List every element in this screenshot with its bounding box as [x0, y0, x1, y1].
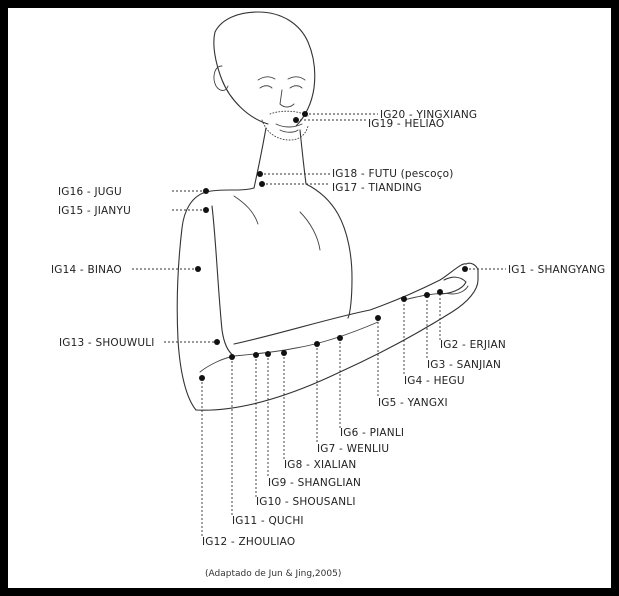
- point-ig18: [257, 171, 263, 177]
- point-ig7: [314, 341, 320, 347]
- point-ig4: [401, 296, 407, 302]
- label-ig17: IG17 - TIANDING: [332, 182, 422, 194]
- point-ig13: [214, 339, 220, 345]
- label-ig8: IG8 - XIALIAN: [284, 459, 356, 471]
- source-caption: (Adaptado de Jun & Jing,2005): [205, 569, 341, 579]
- point-ig8: [281, 350, 287, 356]
- label-ig15: IG15 - JIANYU: [58, 205, 131, 217]
- label-ig1: IG1 - SHANGYANG: [508, 264, 605, 276]
- right-eyebrow: [288, 77, 305, 80]
- point-ig19: [293, 117, 299, 123]
- shoulder-top: [182, 188, 254, 228]
- point-labels: IG20 - YINGXIANG IG19 - HELIAO IG18 - FU…: [51, 109, 605, 548]
- label-ig10: IG10 - SHOUSANLI: [256, 496, 356, 508]
- human-figure-illustration: [177, 12, 478, 410]
- label-ig13: IG13 - SHOUWULI: [59, 337, 155, 349]
- right-eye: [290, 86, 302, 88]
- point-ig5: [375, 315, 381, 321]
- point-ig20: [302, 111, 308, 117]
- elbow-crease: [200, 356, 234, 372]
- nose: [280, 90, 294, 107]
- point-ig16: [203, 188, 209, 194]
- label-ig6: IG6 - PIANLI: [340, 427, 404, 439]
- point-ig10: [253, 352, 259, 358]
- forearm-lower: [196, 280, 478, 410]
- label-ig5: IG5 - YANGXI: [378, 397, 448, 409]
- label-ig7: IG7 - WENLIU: [317, 443, 389, 455]
- head-outline: [214, 12, 315, 126]
- label-ig18: IG18 - FUTU (pescoço): [332, 168, 454, 180]
- neck-left: [254, 128, 266, 188]
- right-shoulder: [306, 184, 352, 318]
- upper-arm-outer: [177, 228, 196, 410]
- point-ig9: [265, 351, 271, 357]
- shoulder-roll: [234, 196, 258, 224]
- point-ig2: [437, 289, 443, 295]
- label-ig12: IG12 - ZHOULIAO: [202, 536, 295, 548]
- hand-finger: [466, 263, 478, 280]
- left-eyebrow: [258, 77, 275, 80]
- label-ig11: IG11 - QUCHI: [232, 515, 304, 527]
- point-ig14: [195, 266, 201, 272]
- point-ig17: [259, 181, 265, 187]
- point-ig12: [199, 375, 205, 381]
- label-ig19: IG19 - HELIAO: [368, 118, 444, 130]
- chest-line: [300, 212, 320, 250]
- label-ig16: IG16 - JUGU: [58, 186, 122, 198]
- point-ig3: [424, 292, 430, 298]
- neck-right: [300, 130, 306, 184]
- label-ig14: IG14 - BINAO: [51, 264, 122, 276]
- point-ig1: [462, 266, 468, 272]
- label-ig2: IG2 - ERJIAN: [440, 339, 506, 351]
- label-ig3: IG3 - SANJIAN: [427, 359, 501, 371]
- label-ig4: IG4 - HEGU: [404, 375, 465, 387]
- point-ig15: [203, 207, 209, 213]
- label-ig9: IG9 - SHANGLIAN: [268, 477, 361, 489]
- left-eye: [260, 86, 272, 88]
- forearm-upper: [234, 264, 466, 344]
- point-ig6: [337, 335, 343, 341]
- point-ig11: [229, 354, 235, 360]
- upper-arm-inner: [212, 206, 234, 356]
- lower-lip: [280, 130, 298, 132]
